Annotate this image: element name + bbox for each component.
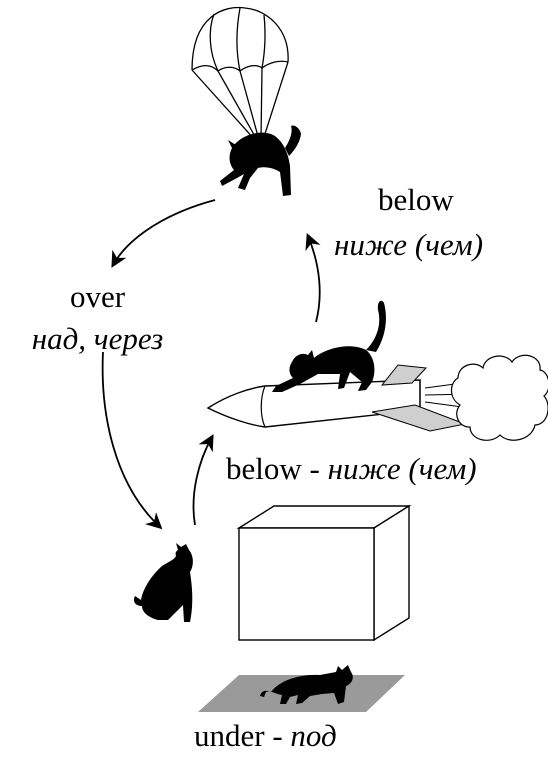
cat-on-parachute-icon	[220, 125, 301, 196]
label-under-en: under -	[194, 718, 291, 753]
parachute-icon	[191, 6, 289, 141]
arrow-over-to-sitting-cat	[101, 351, 163, 530]
label-under: under - под	[194, 719, 337, 753]
label-below-middle-en: below -	[226, 451, 328, 486]
arrow-sitting-cat-to-below	[192, 434, 214, 526]
smoke-cloud-icon	[450, 354, 548, 441]
label-below-middle-ru: ниже (чем)	[327, 451, 477, 486]
label-under-ru: под	[290, 718, 337, 753]
sitting-cat-icon	[133, 543, 193, 622]
label-over-en: over	[69, 279, 126, 314]
label-over-ru: над, через	[31, 321, 164, 356]
label-below-top-ru: ниже (чем)	[334, 227, 484, 262]
label-below-middle: below - ниже (чем)	[226, 452, 477, 486]
cube-box-icon	[236, 504, 412, 642]
cat-under-box-icon	[260, 665, 353, 704]
cat-on-rocket-icon	[272, 300, 386, 392]
label-below-top-en: below	[378, 182, 454, 217]
arrow-parachute-to-over	[111, 199, 216, 268]
arrow-rocket-to-below	[305, 233, 321, 323]
